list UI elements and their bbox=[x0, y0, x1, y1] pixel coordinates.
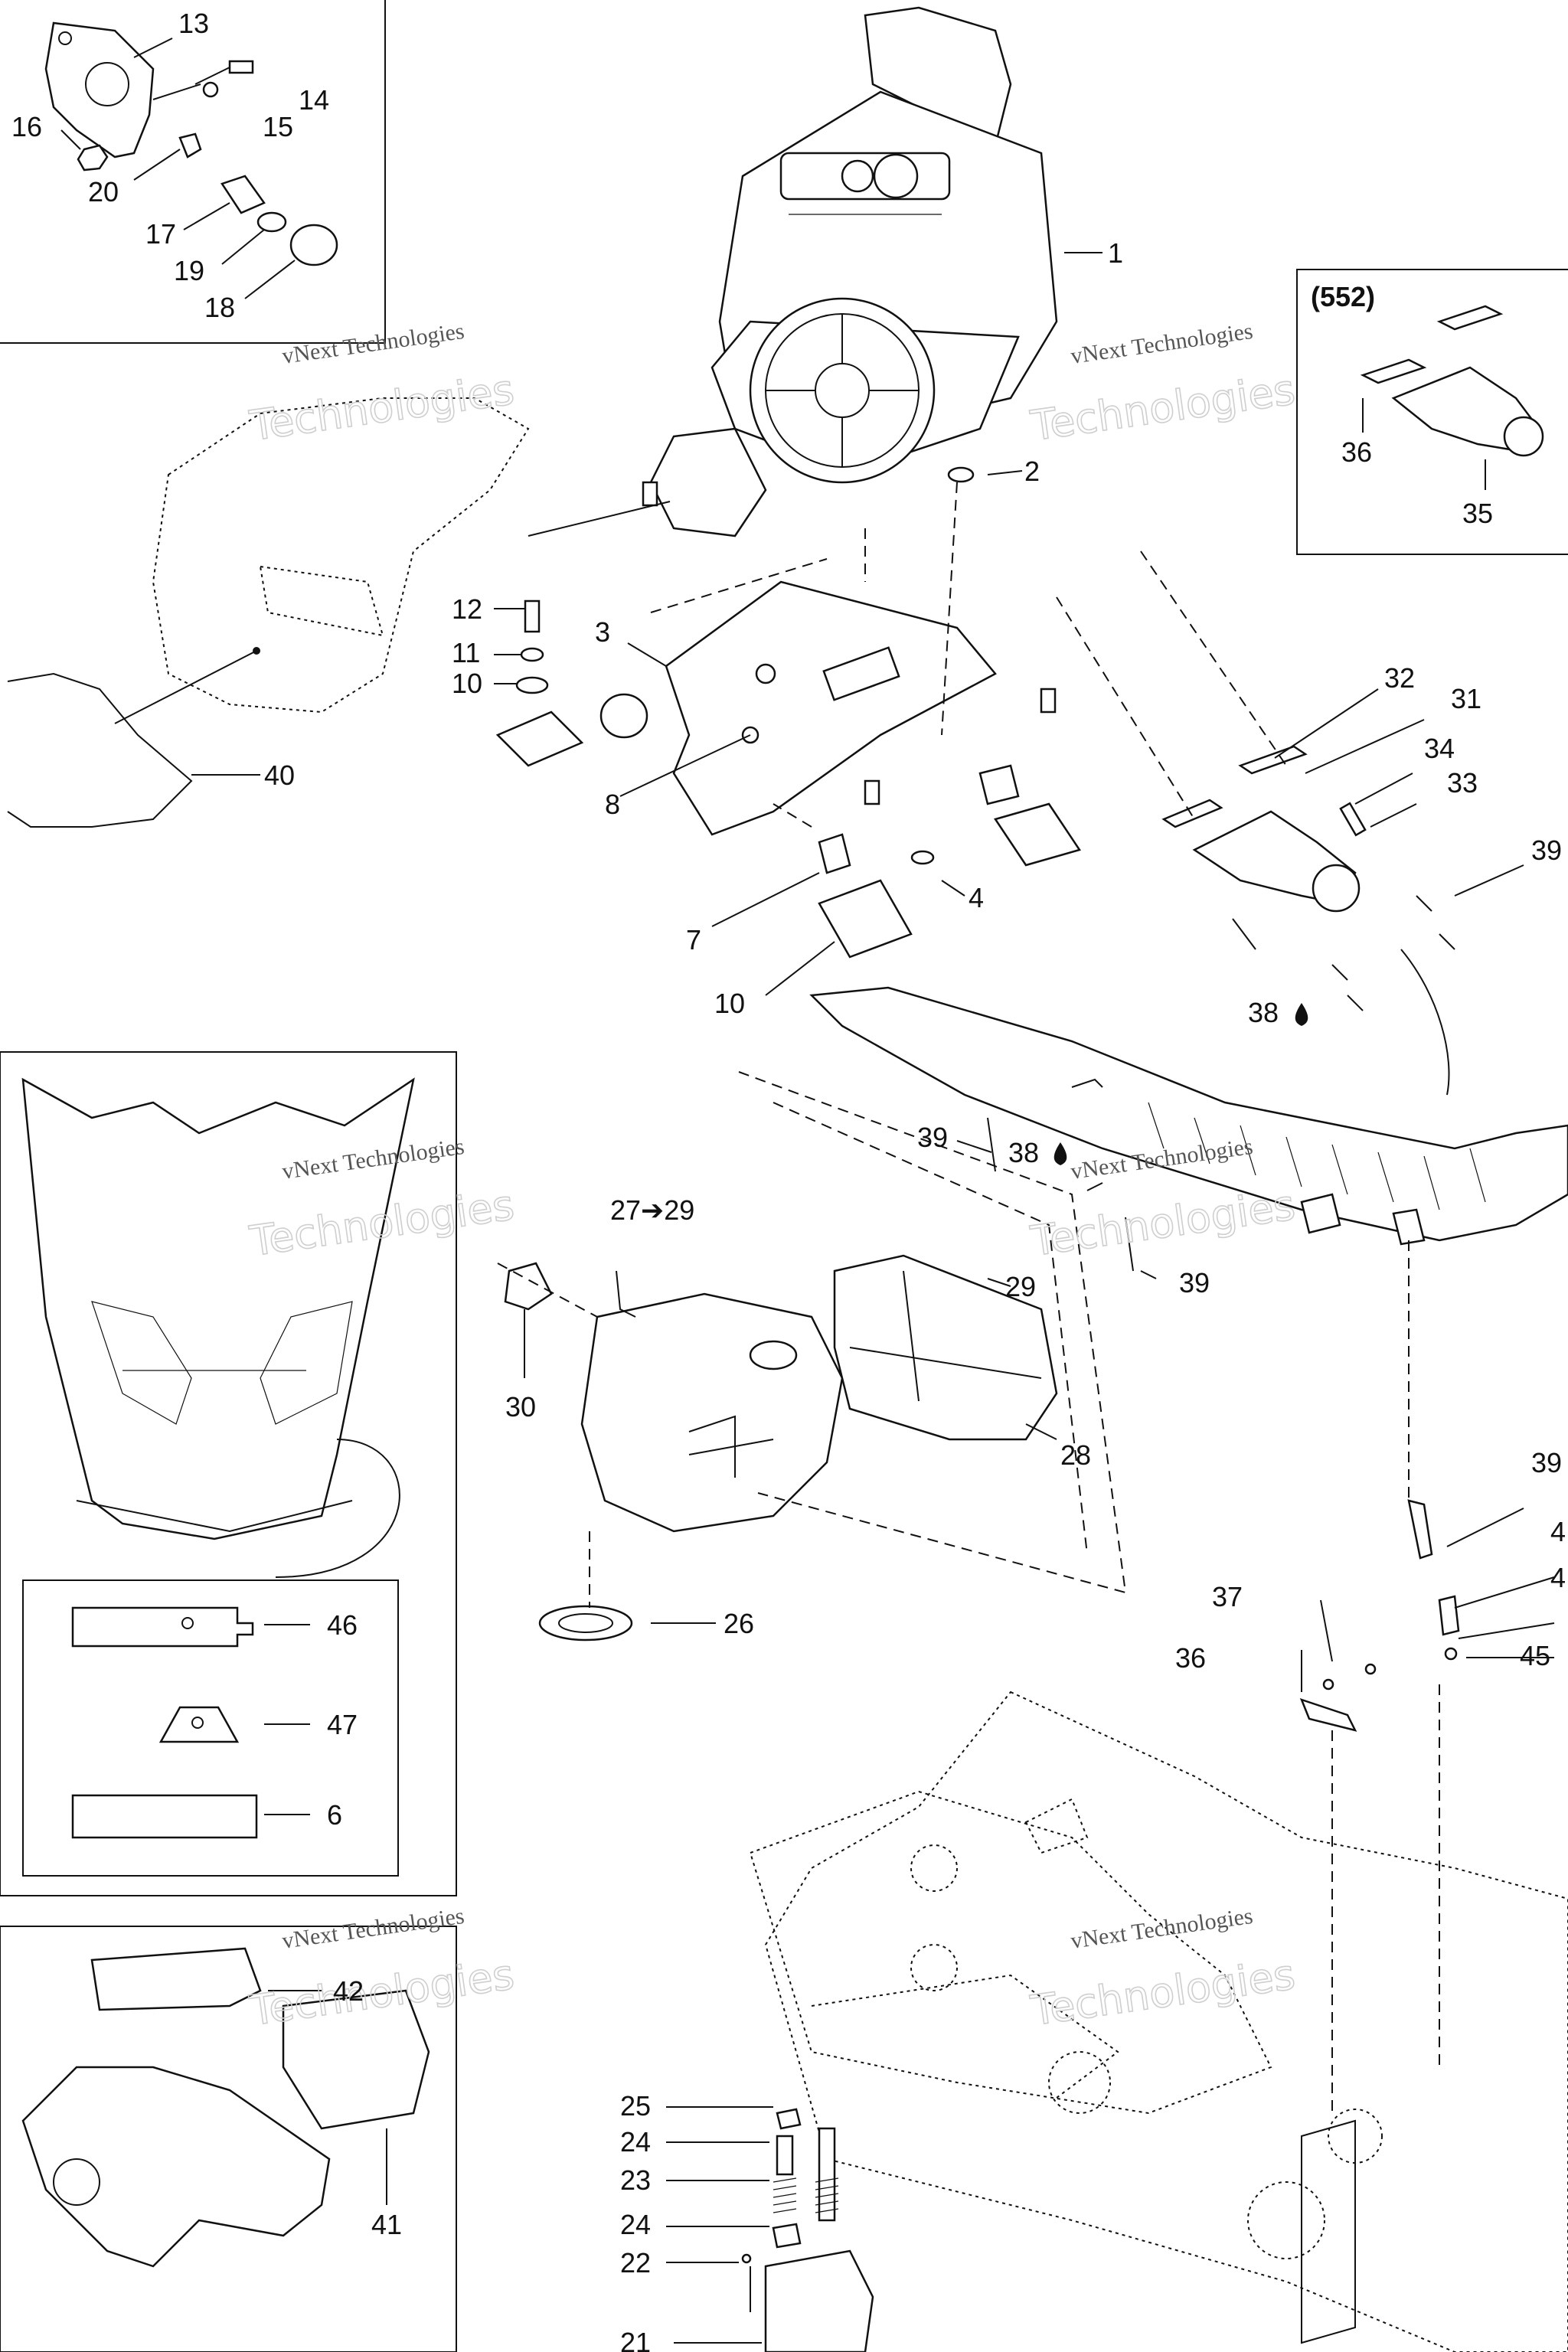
callout-17: 17 bbox=[145, 218, 176, 250]
callout-42: 42 bbox=[333, 1975, 364, 2007]
callout-4: 4 bbox=[1550, 1516, 1566, 1547]
callout-25: 25 bbox=[620, 2090, 651, 2122]
callout-33: 33 bbox=[1447, 767, 1478, 799]
callout-10: 10 bbox=[452, 668, 482, 699]
suspension-hardware bbox=[666, 2106, 874, 2352]
callout-38: 38 bbox=[1248, 997, 1279, 1028]
callout-32: 32 bbox=[1384, 662, 1415, 694]
callout-6: 6 bbox=[327, 1799, 342, 1831]
callout-47: 47 bbox=[327, 1709, 358, 1740]
callout-11: 11 bbox=[452, 637, 480, 668]
callout-41: 41 bbox=[371, 2209, 402, 2240]
engine-assembly bbox=[649, 6, 1102, 537]
callout-2: 2 bbox=[1024, 456, 1040, 487]
bottom-pan-box bbox=[0, 1051, 457, 1896]
callout-4: 4 bbox=[969, 882, 984, 913]
watermark-text: vNext Technologies bbox=[1069, 318, 1254, 369]
watermark-text: Technologies bbox=[1027, 1950, 1298, 2035]
callout-35: 35 bbox=[1462, 498, 1493, 529]
exhaust-manifold bbox=[1056, 550, 1524, 1096]
inset-552-label: (552) bbox=[1311, 281, 1375, 312]
callout-20: 20 bbox=[88, 176, 119, 207]
callout-46: 46 bbox=[327, 1609, 358, 1641]
callout-24: 24 bbox=[620, 2209, 651, 2240]
watermark-text: vNext Technologies bbox=[280, 1903, 466, 1954]
callout-16: 16 bbox=[11, 111, 42, 142]
watermark-text: Technologies bbox=[247, 365, 517, 450]
watermark: vNext Technologies Technologies bbox=[246, 318, 518, 451]
callout-10: 10 bbox=[714, 988, 745, 1019]
inset-hardware-box bbox=[0, 0, 386, 344]
watermark: vNext Technologies Technologies bbox=[246, 1903, 518, 2036]
callout-36: 36 bbox=[1175, 1642, 1206, 1674]
muffler bbox=[497, 1071, 1127, 1642]
callout-18: 18 bbox=[204, 292, 235, 323]
callout-36: 36 bbox=[1341, 436, 1372, 468]
callout-34: 34 bbox=[1424, 733, 1455, 764]
callout-7: 7 bbox=[686, 924, 701, 956]
engine-mount-plate bbox=[495, 466, 1081, 959]
callout-15: 15 bbox=[263, 111, 293, 142]
callout-3: 3 bbox=[595, 616, 610, 648]
tuned-pipe bbox=[809, 986, 1568, 1279]
callout-39: 39 bbox=[917, 1122, 948, 1153]
callout-29: 29 bbox=[1005, 1271, 1036, 1302]
callout-24: 24 bbox=[620, 2126, 651, 2158]
leader-lines bbox=[494, 470, 1023, 996]
watermark: vNext Technologies Technologies bbox=[1027, 318, 1298, 451]
callout-39: 39 bbox=[1531, 1447, 1562, 1478]
oil-drop-icon bbox=[1054, 1142, 1067, 1165]
callout-22: 22 bbox=[620, 2247, 651, 2278]
callout-38: 38 bbox=[1008, 1137, 1039, 1168]
callout-13: 13 bbox=[178, 8, 209, 39]
callout-27-29: 27➔29 bbox=[610, 1194, 694, 1226]
callout-1: 1 bbox=[1108, 237, 1123, 269]
watermark: vNext Technologies Technologies bbox=[1027, 1903, 1298, 2036]
watermark-text: vNext Technologies bbox=[280, 318, 466, 369]
oil-drop-icon bbox=[1295, 1003, 1308, 1026]
callout-26: 26 bbox=[724, 1608, 754, 1639]
callout-39: 39 bbox=[1531, 835, 1562, 866]
callout-14: 14 bbox=[299, 84, 329, 116]
hood bbox=[7, 397, 530, 828]
callout-23: 23 bbox=[620, 2164, 651, 2196]
callout-45: 45 bbox=[1520, 1640, 1550, 1671]
callout-30: 30 bbox=[505, 1391, 536, 1423]
watermark-text: Technologies bbox=[1027, 1181, 1298, 1266]
callout-28: 28 bbox=[1060, 1439, 1091, 1471]
callout-37: 37 bbox=[1212, 1581, 1243, 1612]
callout-19: 19 bbox=[174, 255, 204, 286]
chassis-frame bbox=[749, 1240, 1568, 2352]
callout-21: 21 bbox=[620, 2327, 651, 2352]
callout-40: 40 bbox=[264, 760, 295, 791]
watermark-text: Technologies bbox=[1027, 365, 1298, 450]
watermark-text: vNext Technologies bbox=[1069, 1903, 1254, 1954]
callout-8: 8 bbox=[605, 789, 620, 820]
callout-39: 39 bbox=[1179, 1267, 1210, 1298]
belly-pan-box bbox=[0, 1926, 457, 2352]
inset-552-box bbox=[1296, 269, 1568, 555]
callout-12: 12 bbox=[452, 593, 482, 625]
callout-4: 4 bbox=[1550, 1562, 1566, 1593]
callout-31: 31 bbox=[1451, 683, 1481, 714]
